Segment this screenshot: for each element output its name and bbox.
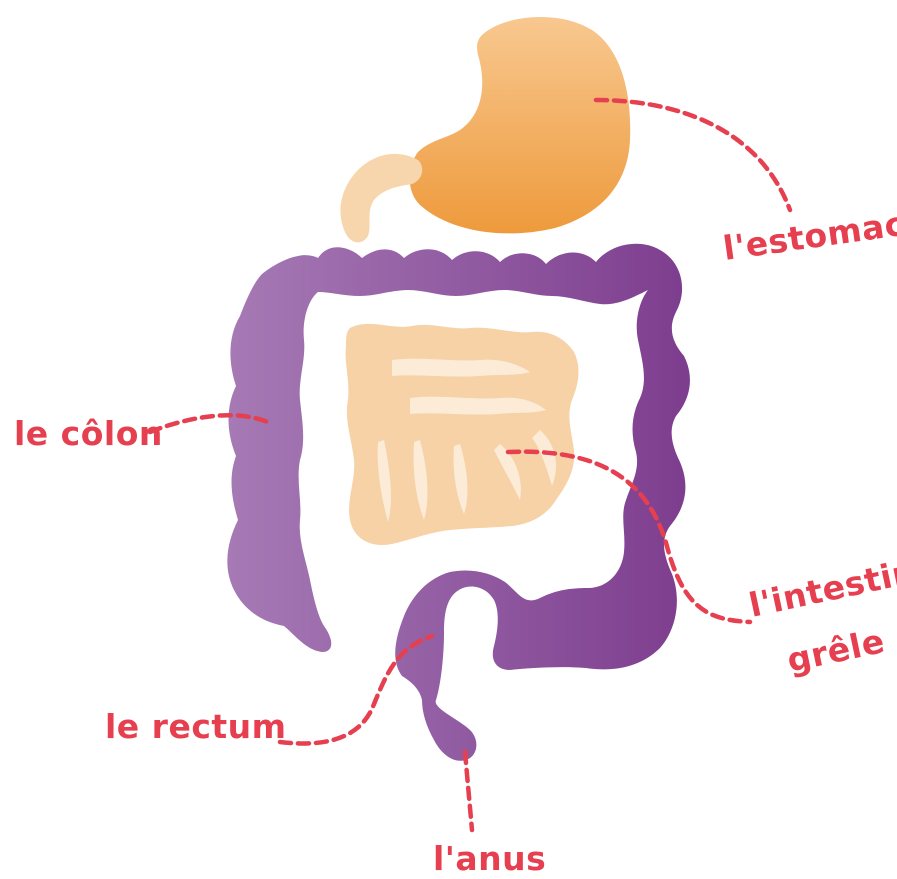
- duodenum: [340, 154, 422, 243]
- small-intestine: [346, 324, 579, 545]
- label-colon: le côlon: [14, 414, 163, 453]
- labels: l'estomac le côlon l'intestin grêle le r…: [14, 204, 897, 878]
- stomach: [340, 17, 630, 242]
- label-rectum: le rectum: [105, 707, 287, 746]
- stomach-body: [410, 17, 631, 233]
- label-small-intestine-line1: l'intestin: [746, 551, 897, 624]
- label-small-intestine-line2: grêle: [784, 621, 888, 680]
- label-anus: l'anus: [433, 839, 546, 878]
- label-stomach: l'estomac: [721, 204, 897, 268]
- leader-line-anus: [465, 752, 472, 830]
